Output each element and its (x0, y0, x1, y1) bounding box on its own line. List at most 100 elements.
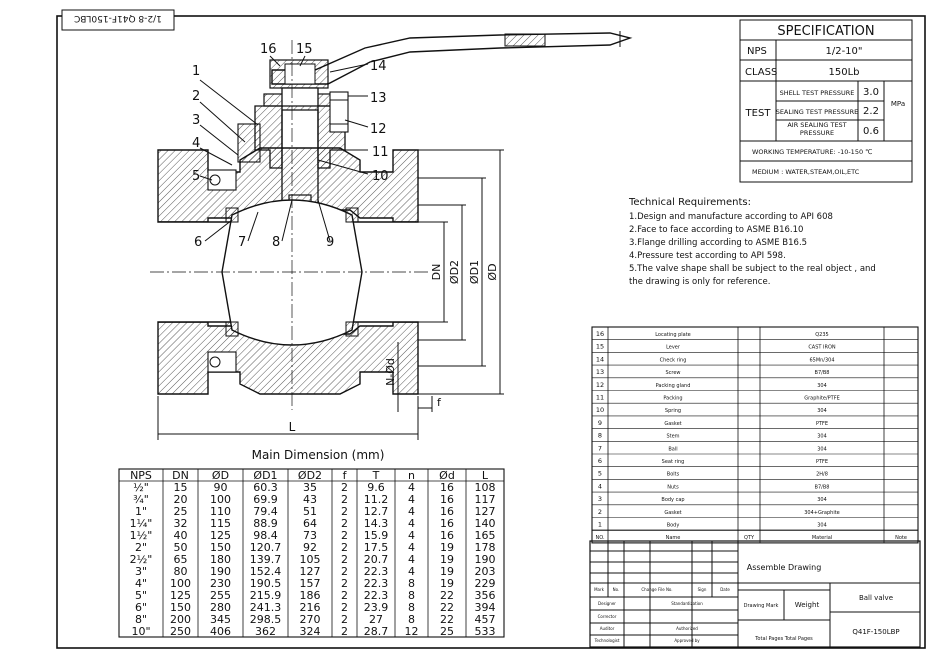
title-total-pages: Total Pages Total Pages (754, 636, 813, 642)
dimension-cell: 16 (440, 529, 454, 542)
parts-cell: 304 (817, 408, 827, 414)
dim-D: ØD (486, 263, 499, 280)
dimension-cell: 4 (408, 565, 415, 578)
title-mark: Mark (594, 587, 605, 592)
parts-cell: 13 (596, 368, 604, 376)
parts-cell: 304+Graphite (804, 510, 840, 516)
dimension-cell: 73 (303, 529, 317, 542)
dimension-cell: 140 (475, 517, 496, 530)
dimension-cell: 1" (135, 505, 147, 518)
parts-cell: Q235 (815, 332, 828, 338)
dimension-cell: 150 (170, 601, 191, 614)
dimension-header-cell: Ød (439, 469, 455, 482)
dimension-cell: 216 (300, 601, 321, 614)
dimension-cell: 186 (300, 589, 321, 602)
dimension-cell: 533 (475, 625, 496, 638)
parts-cell: 14 (596, 355, 604, 363)
parts-cell: Graphite/PTFE (804, 396, 840, 402)
title-drawing-mark: Drawing Mark (744, 603, 779, 609)
dimension-cell: ½" (133, 481, 149, 494)
part-label-10: 10 (372, 169, 389, 184)
dimension-cell: 125 (210, 529, 231, 542)
parts-header-cell: QTY (744, 535, 755, 541)
dimension-cell: 22 (440, 613, 454, 626)
dimension-cell: 8 (408, 577, 415, 590)
dimension-cell: 4 (408, 481, 415, 494)
parts-cell: Nuts (667, 484, 679, 490)
dimension-cell: 16 (440, 481, 454, 494)
parts-cell: 65Mn/304 (809, 357, 834, 363)
main-dimension-title: Main Dimension (mm) (252, 448, 385, 462)
parts-cell: 10 (596, 406, 604, 414)
parts-cell: Body cap (661, 497, 684, 503)
dimension-cell: 19 (440, 553, 454, 566)
dimension-cell: 15.9 (364, 529, 389, 542)
dimension-header-cell: DN (172, 469, 189, 482)
dimension-cell: 406 (210, 625, 231, 638)
dim-D2: ØD2 (448, 260, 461, 284)
dimension-cell: 356 (475, 589, 496, 602)
title-assemble-drawing: Assemble Drawing (747, 563, 822, 572)
dimension-cell: 241.3 (250, 601, 282, 614)
spec-sealing-label: SEALING TEST PRESSURE (776, 108, 859, 116)
dimension-cell: 9.6 (367, 481, 385, 494)
tech-req-heading: Technical Requirements: (628, 197, 751, 208)
dimension-cell: 215.9 (250, 589, 282, 602)
parts-cell: PTFE (816, 459, 828, 465)
spec-air-value: 0.6 (863, 126, 879, 137)
dimension-cell: 4" (135, 577, 147, 590)
parts-cell: Lever (666, 345, 681, 351)
dimension-cell: 22.3 (364, 589, 389, 602)
dimension-cell: 17.5 (364, 541, 389, 554)
dimension-cell: 43 (303, 493, 317, 506)
part-label-2: 2 (192, 89, 200, 104)
spec-class-label: CLASS (745, 67, 777, 78)
dimension-cell: 362 (255, 625, 276, 638)
rotated-code-box: 1/2-8 Q41F-150LBC (61, 9, 175, 31)
spec-medium: MEDIUM : WATER,STEAM,OIL,ETC (752, 168, 860, 176)
dimension-cell: 255 (210, 589, 231, 602)
dimension-cell: 165 (475, 529, 496, 542)
parts-cell: 1 (598, 521, 602, 529)
dimension-cell: 2 (341, 613, 348, 626)
parts-cell: 7 (598, 444, 602, 452)
dimension-cell: 190.5 (250, 577, 282, 590)
parts-cell: 6 (598, 457, 602, 465)
part-label-12: 12 (370, 122, 387, 137)
parts-cell: 12 (596, 381, 604, 389)
dimension-cell: 8 (408, 613, 415, 626)
title-drawing-code: Q41F-150LBP (852, 628, 899, 636)
spec-working-temp: WORKING TEMPERATURE: -10-150 ℃ (752, 148, 872, 156)
spec-heading: SPECIFICATION (777, 24, 874, 39)
parts-header-cell: Name (666, 535, 681, 541)
dimension-cell: 250 (170, 625, 191, 638)
title-block: Assemble Drawing Mark No. Change File No… (589, 540, 921, 648)
parts-cell: 304 (817, 383, 827, 389)
dimension-cell: 178 (475, 541, 496, 554)
dim-L: L (289, 420, 296, 434)
parts-cell: 15 (596, 343, 604, 351)
tech-req-item: 1.Design and manufacture according to AP… (629, 212, 833, 222)
title-standardization: Standardization (671, 601, 703, 606)
part-numbers: 1 2 3 4 5 6 7 8 9 10 11 12 13 14 15 16 (192, 42, 389, 250)
dimension-cell: 16 (440, 505, 454, 518)
dimension-cell: 1½" (130, 529, 153, 542)
dimension-cell: 79.4 (253, 505, 278, 518)
part-label-11: 11 (372, 145, 389, 160)
dimension-cell: 2 (341, 577, 348, 590)
dimension-cell: 15 (174, 481, 188, 494)
parts-header-cell: Material (812, 535, 832, 541)
tech-req-item: 2.Face to face according to ASME B16.10 (629, 225, 803, 235)
dimension-cell: 1¼" (130, 517, 153, 530)
dimension-cell: 125 (170, 589, 191, 602)
dimension-cell: 2 (341, 505, 348, 518)
parts-cell: 9 (598, 419, 602, 427)
parts-cell: Locating plate (655, 332, 691, 338)
dimension-cell: 4 (408, 529, 415, 542)
title-authorized: Authorized (676, 626, 698, 631)
parts-cell: 304 (817, 446, 827, 452)
dimension-cell: 80 (174, 565, 188, 578)
